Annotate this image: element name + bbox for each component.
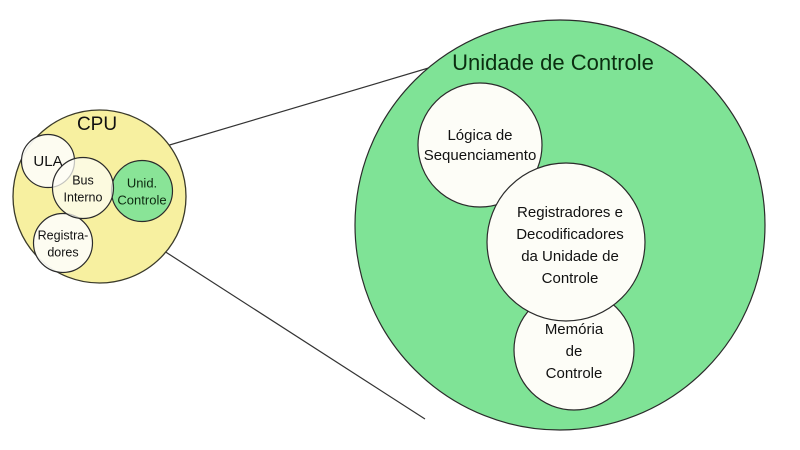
control-unit-group[interactable]: Unidade de Controle Lógica de Sequenciam… — [354, 19, 766, 431]
unidade-controle-label-line-2: Controle — [117, 192, 166, 207]
control-unit-component-logica-sequenciamento[interactable]: Lógica de Sequenciamento — [417, 82, 543, 208]
registradores-decodificadores-label-line-1: Registradores e — [517, 204, 623, 221]
registradores-label-line-1: Registra- — [38, 228, 89, 242]
unidade-controle-circle[interactable] — [110, 159, 174, 223]
cpu-component-bus-interno[interactable]: Bus Interno — [51, 156, 115, 220]
cpu-title: CPU — [77, 114, 117, 135]
zoom-line-bottom — [146, 239, 426, 420]
registradores-decodificadores-label-line-2: Decodificadores — [516, 226, 624, 243]
control-unit-title: Unidade de Controle — [452, 50, 654, 75]
registradores-decodificadores-label-line-4: Controle — [542, 270, 599, 287]
logica-sequenciamento-label-line-2: Sequenciamento — [424, 147, 537, 164]
bus-interno-label-line-1: Bus — [72, 173, 94, 187]
cpu-component-registradores[interactable]: Registra- dores — [32, 212, 94, 274]
memoria-controle-label-line-2: de — [566, 343, 583, 360]
memoria-controle-label-line-1: Memória — [545, 321, 604, 338]
registradores-circle[interactable] — [32, 212, 94, 274]
memoria-controle-label-line-3: Controle — [546, 365, 603, 382]
unidade-controle-label-line-1: Unid. — [127, 175, 157, 190]
ula-label: ULA — [33, 153, 62, 170]
zoom-connector-group — [145, 60, 453, 420]
cpu-group[interactable]: CPU ULA Registra- dores Unid. Controle — [12, 109, 187, 284]
cpu-component-unidade-controle[interactable]: Unid. Controle — [110, 159, 174, 223]
zoom-line-top — [145, 60, 453, 153]
control-unit-component-memoria-controle[interactable]: Memória de Controle — [513, 289, 635, 411]
registradores-decodificadores-label-line-3: da Unidade de — [521, 248, 619, 265]
registradores-decodificadores-circle[interactable] — [486, 162, 646, 322]
logica-sequenciamento-label-line-1: Lógica de — [447, 127, 512, 144]
bus-interno-label-line-2: Interno — [64, 190, 103, 204]
bus-interno-circle[interactable] — [51, 156, 115, 220]
logica-sequenciamento-circle[interactable] — [417, 82, 543, 208]
control-unit-component-registradores-decodificadores[interactable]: Registradores e Decodificadores da Unida… — [486, 162, 646, 322]
registradores-label-line-2: dores — [47, 245, 78, 259]
